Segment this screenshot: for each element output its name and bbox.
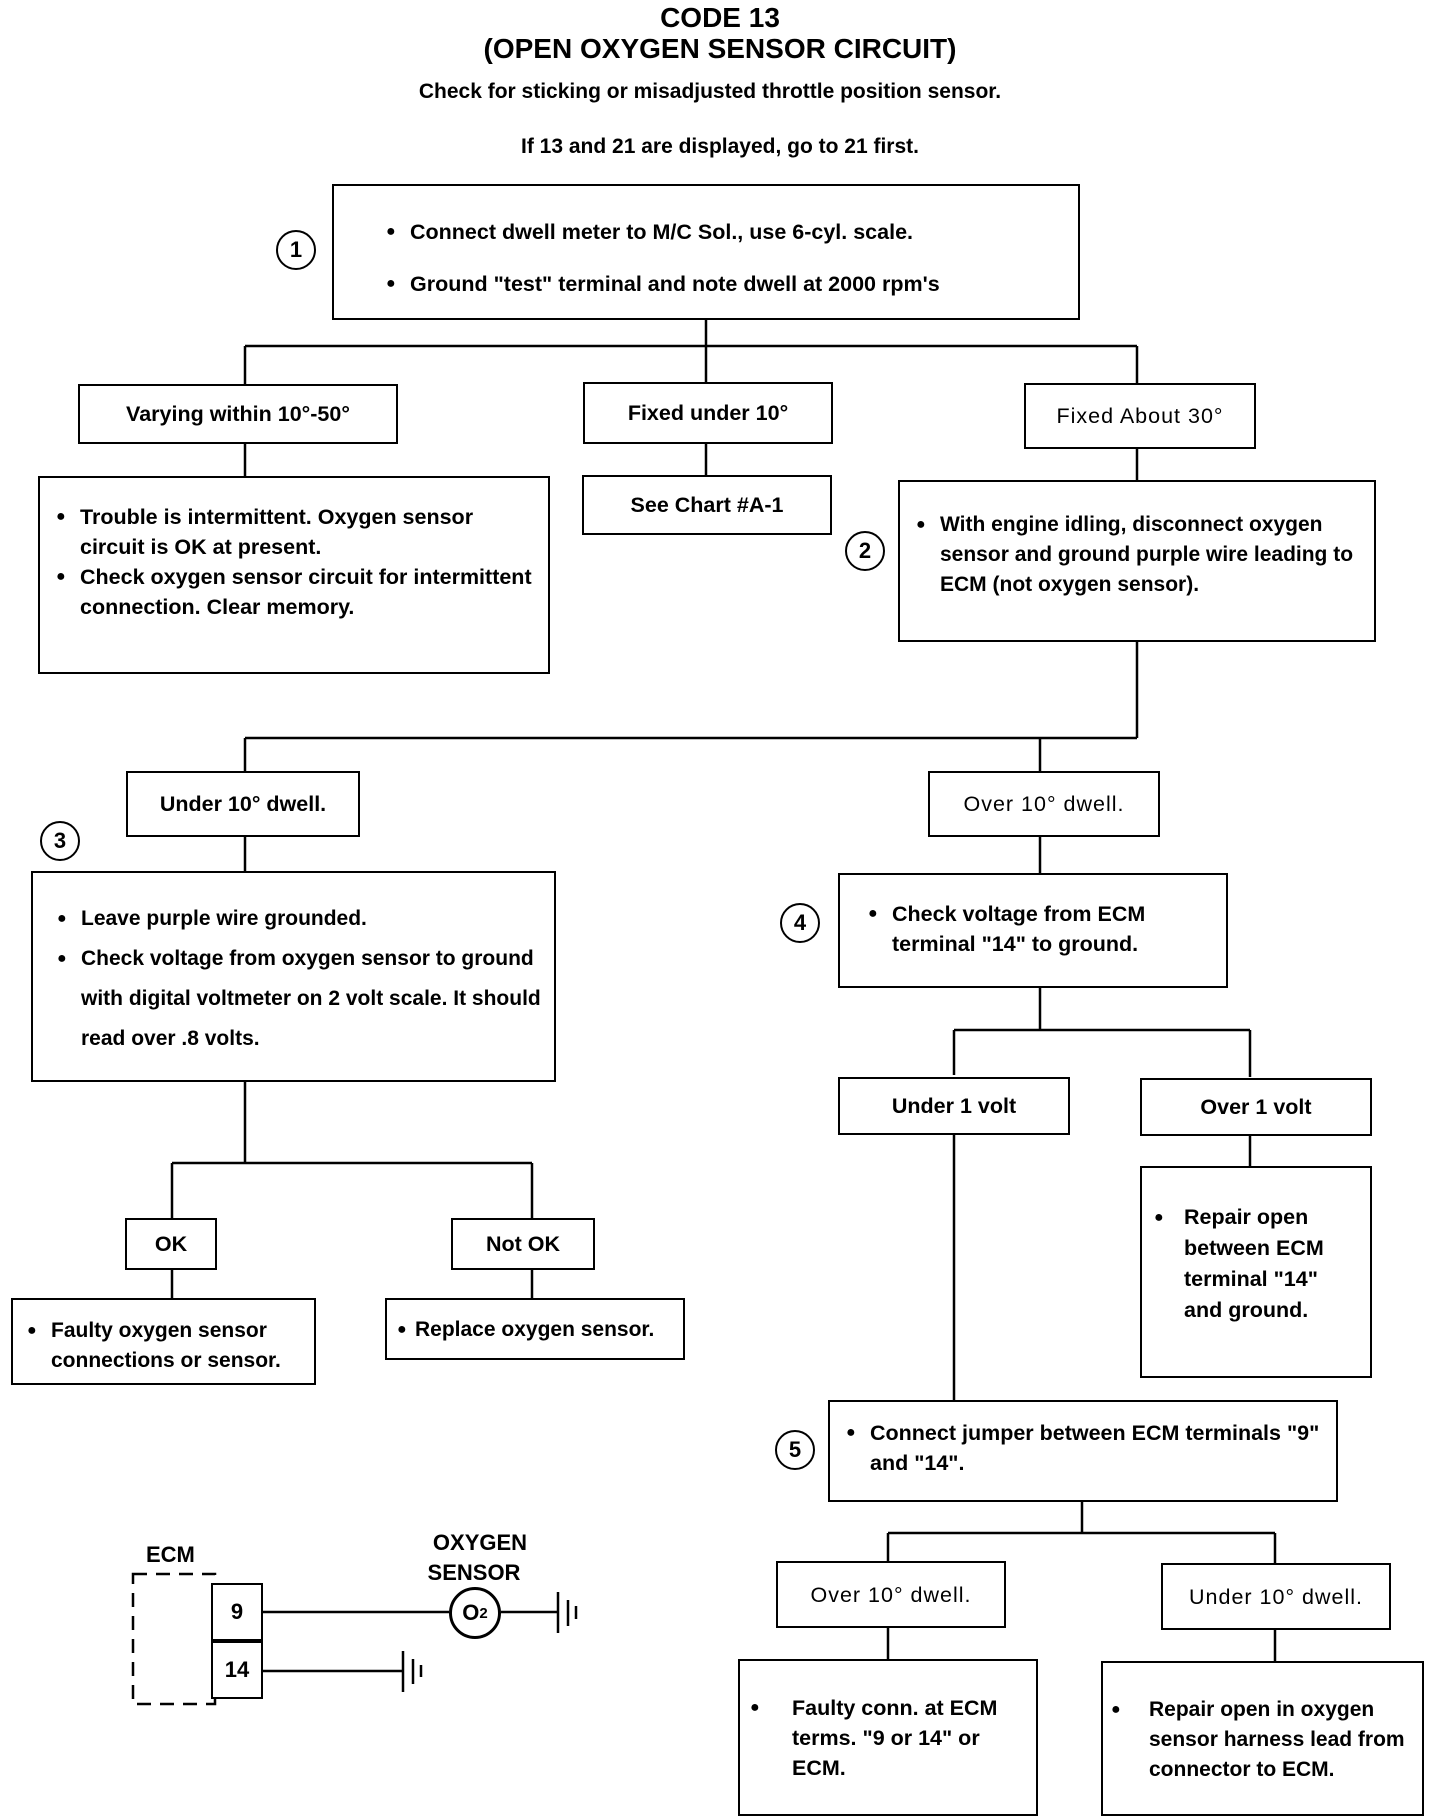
ground-icon — [401, 1650, 425, 1694]
step-5-item: Connect jumper between ECM terminals "9"… — [844, 1418, 1328, 1478]
step-3-item: Check voltage from oxygen sensor to grou… — [55, 939, 542, 1059]
result-varying-box: Varying within 10°-50° — [78, 384, 398, 444]
step-2-under-box: Under 10° dwell. — [126, 771, 360, 837]
sensor-label: SENSOR — [427, 1560, 521, 1585]
ground-icon — [556, 1590, 580, 1634]
o2-base: O — [462, 1600, 480, 1625]
step-2-item: With engine idling, disconnect oxygen se… — [914, 510, 1368, 600]
repair-harness-list: Repair open in oxygen sensor harness lea… — [1109, 1695, 1416, 1785]
over-1-volt-box: Over 1 volt — [1140, 1078, 1372, 1136]
step-5-box: Connect jumper between ECM terminals "9"… — [828, 1400, 1338, 1502]
faulty-conn-box: Faulty conn. at ECM terms. "9 or 14" or … — [738, 1659, 1038, 1816]
repair-harness-item: Repair open in oxygen sensor harness lea… — [1109, 1695, 1416, 1785]
faulty-sensor-box: Faulty oxygen sensor connections or sens… — [11, 1298, 316, 1385]
ok-box: OK — [125, 1218, 217, 1270]
ecm-pin-14: 14 — [211, 1641, 263, 1699]
intermittent-item: Check oxygen sensor circuit for intermit… — [54, 562, 538, 622]
oxygen-label: OXYGEN — [432, 1530, 528, 1555]
faulty-sensor-list: Faulty oxygen sensor connections or sens… — [25, 1316, 308, 1376]
intermittent-box: Trouble is intermittent. Oxygen sensor c… — [38, 476, 550, 674]
step-3-item: Leave purple wire grounded. — [55, 899, 542, 939]
not-ok-box: Not OK — [451, 1218, 595, 1270]
under-1-volt-box: Under 1 volt — [838, 1077, 1070, 1135]
ecm-pin-9: 9 — [211, 1583, 263, 1641]
step-4-list: Check voltage from ECM terminal "14" to … — [866, 899, 1218, 959]
o2-subscript: 2 — [479, 1604, 488, 1622]
intermittent-list: Trouble is intermittent. Oxygen sensor c… — [54, 502, 538, 622]
page-title: CODE 13 — [660, 2, 780, 33]
ecm-label: ECM — [146, 1542, 195, 1567]
replace-sensor-box: Replace oxygen sensor. — [385, 1298, 685, 1360]
step-1-list: Connect dwell meter to M/C Sol., use 6-c… — [384, 206, 1078, 310]
step-1-item: Ground "test" terminal and note dwell at… — [384, 258, 1078, 310]
precheck-note: Check for sticking or misadjusted thrott… — [418, 80, 1002, 103]
code-order-note: If 13 and 21 are displayed, go to 21 fir… — [521, 135, 919, 158]
repair-open-ecm-item: Repair open between ECM terminal "14" an… — [1152, 1202, 1362, 1326]
step-4-item: Check voltage from ECM terminal "14" to … — [866, 899, 1218, 959]
step-3-marker: 3 — [40, 821, 80, 861]
result-fixed-about-box: Fixed About 30° — [1024, 383, 1256, 449]
step-3-list: Leave purple wire grounded. Check voltag… — [55, 899, 542, 1059]
intermittent-item: Trouble is intermittent. Oxygen sensor c… — [54, 502, 538, 562]
step-2-list: With engine idling, disconnect oxygen se… — [914, 510, 1368, 600]
see-chart-box: See Chart #A-1 — [582, 475, 832, 535]
repair-harness-box: Repair open in oxygen sensor harness lea… — [1101, 1661, 1424, 1816]
faulty-sensor-item: Faulty oxygen sensor connections or sens… — [25, 1316, 308, 1376]
replace-sensor-list: Replace oxygen sensor. — [395, 1316, 679, 1344]
step-4-marker: 4 — [780, 903, 820, 943]
step-2-marker: 2 — [845, 531, 885, 571]
step-5-marker: 5 — [775, 1430, 815, 1470]
step-4-box: Check voltage from ECM terminal "14" to … — [838, 873, 1228, 988]
step-2-over-box: Over 10° dwell. — [928, 771, 1160, 837]
faulty-conn-list: Faulty conn. at ECM terms. "9 or 14" or … — [748, 1693, 1028, 1783]
repair-open-ecm-list: Repair open between ECM terminal "14" an… — [1152, 1202, 1362, 1326]
result-fixed-under-box: Fixed under 10° — [583, 382, 833, 444]
replace-sensor-item: Replace oxygen sensor. — [395, 1316, 679, 1344]
step-5-over-box: Over 10° dwell. — [776, 1561, 1006, 1628]
step-2-box: With engine idling, disconnect oxygen se… — [898, 480, 1376, 642]
step-5-under-box: Under 10° dwell. — [1161, 1563, 1391, 1630]
step-5-list: Connect jumper between ECM terminals "9"… — [844, 1418, 1328, 1478]
page-subtitle: (OPEN OXYGEN SENSOR CIRCUIT) — [483, 33, 957, 64]
step-1-item: Connect dwell meter to M/C Sol., use 6-c… — [384, 206, 1078, 258]
repair-open-ecm-box: Repair open between ECM terminal "14" an… — [1140, 1166, 1372, 1378]
step-1-box: Connect dwell meter to M/C Sol., use 6-c… — [332, 184, 1080, 320]
step-3-box: Leave purple wire grounded. Check voltag… — [31, 871, 556, 1082]
faulty-conn-item: Faulty conn. at ECM terms. "9 or 14" or … — [748, 1693, 1028, 1783]
step-1-marker: 1 — [276, 230, 316, 270]
